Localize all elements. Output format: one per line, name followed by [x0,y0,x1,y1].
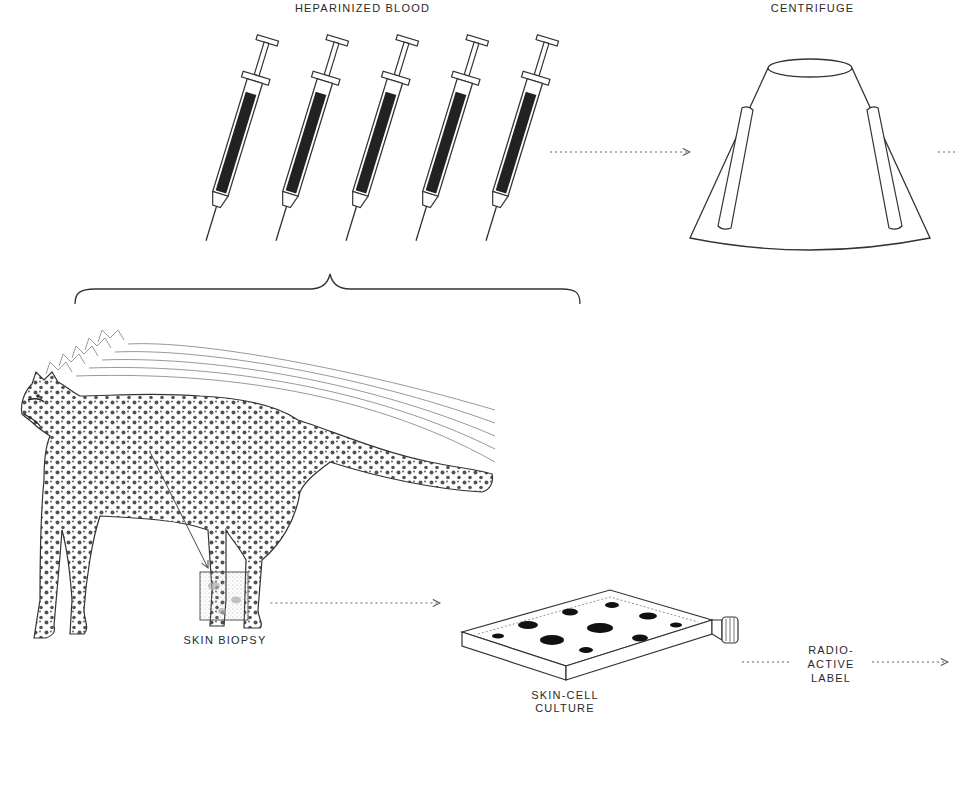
dotted-arrow-line [872,661,948,662]
ghost-head [59,354,85,366]
centrifuge-drawing [690,59,930,250]
leader-arrow [150,452,208,568]
process-step: CENTRIFUGE [690,2,935,252]
cheetah [0,330,500,650]
syringes [193,34,562,245]
step-label: SKIN BIOPSY [184,634,267,648]
ghost-head [72,346,98,358]
step-label: HEPARINIZED BLOOD [295,2,430,16]
process-step: SKIN BIOPSY [180,566,271,648]
step-label: SKIN-CELL CULTURE [519,689,611,717]
brace [75,274,580,304]
skin-biopsy-square [200,572,248,620]
process-step: HEPARINIZED BLOOD [175,2,550,246]
step-label: RADIO-ACTIVE LABEL [798,644,864,685]
dotted-arrow [270,602,440,603]
process-step: SKIN-CELL CULTURE [440,586,690,716]
dotted-arrow-line [742,661,790,662]
dotted-arrow-line [938,151,958,152]
step-label: CENTRIFUGE [771,2,855,16]
ghost-head [85,338,111,350]
dotted-arrow [550,151,690,152]
culture-flask [462,590,738,680]
ghost-head [98,330,124,342]
ghost-head [46,362,72,374]
